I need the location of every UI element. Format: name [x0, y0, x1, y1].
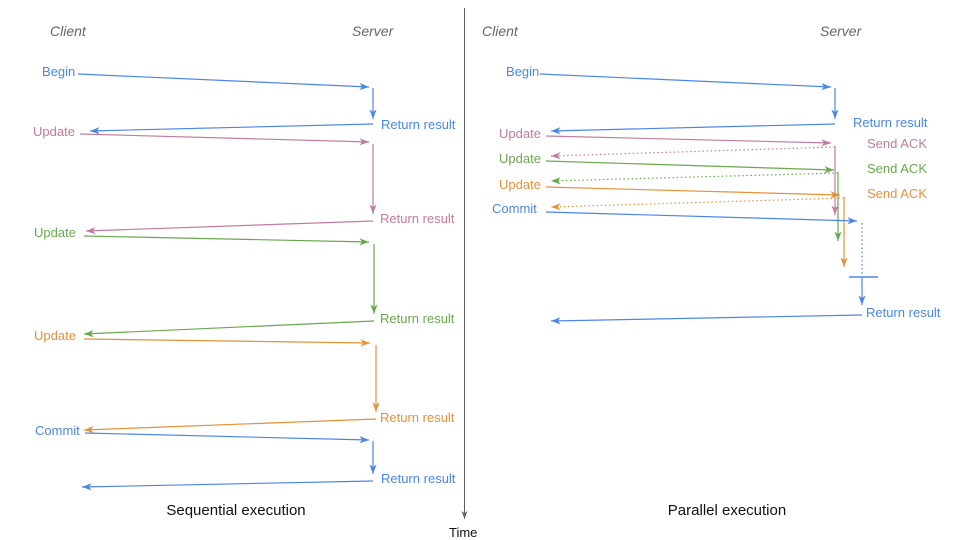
right-update2-label: Update — [499, 151, 541, 166]
left-commit-response-label: Return result — [381, 471, 456, 486]
right-begin-request-line — [539, 73, 832, 91]
left-update3-return-line — [83, 418, 377, 434]
right-update2-request-line — [545, 160, 835, 174]
left-update2-return-line — [83, 320, 375, 338]
right-server-header: Server — [820, 23, 862, 39]
right-update3-response-label: Send ACK — [867, 186, 927, 201]
left-server-header: Server — [352, 23, 394, 39]
right-update3-ack-dotted-line — [550, 197, 845, 211]
left-update2-request-line — [83, 235, 370, 246]
left-begin-label: Begin — [42, 64, 76, 79]
left-commit-request-line — [84, 432, 370, 444]
right-update2-response-label: Send ACK — [867, 161, 927, 176]
left-client-header: Client — [50, 23, 86, 39]
right-update3-label: Update — [499, 177, 541, 192]
right-update1-ack-dotted-line — [550, 146, 836, 160]
left-begin-request-line — [77, 73, 370, 91]
left-update2-response-label: Return result — [380, 311, 455, 326]
left-update1-request-line — [79, 133, 370, 146]
right-begin-label: Begin — [506, 64, 540, 79]
right-update1-response-label: Send ACK — [867, 136, 927, 151]
left-begin-response-label: Return result — [381, 117, 456, 132]
right-update3-request-line — [545, 186, 841, 199]
right-begin-response-label: Return result — [853, 115, 928, 130]
left-update2-label: Update — [34, 225, 76, 240]
right-commit-label: Commit — [492, 201, 537, 216]
right-update1-request-line — [545, 135, 832, 147]
left-update1-return-line — [85, 220, 374, 235]
left-update3-label: Update — [34, 328, 76, 343]
right-commit-response-label: Return result — [866, 305, 941, 320]
right-update2-ack-dotted-line — [550, 172, 839, 185]
right-client-header: Client — [482, 23, 518, 39]
left-begin-return-line — [89, 123, 374, 135]
right-update1-label: Update — [499, 126, 541, 141]
right-commit-request-line — [545, 211, 858, 225]
right-caption: Parallel execution — [667, 502, 787, 519]
time-axis-label: Time — [449, 525, 478, 540]
right-begin-return-line — [550, 123, 836, 135]
left-commit-return-line — [81, 480, 374, 491]
right-commit-return-line — [550, 314, 863, 325]
left-caption: Sequential execution — [166, 502, 306, 519]
left-commit-label: Commit — [35, 423, 80, 438]
left-update3-request-line — [83, 338, 371, 347]
left-update1-response-label: Return result — [380, 211, 455, 226]
left-update1-label: Update — [33, 124, 75, 139]
left-update3-response-label: Return result — [380, 410, 455, 425]
